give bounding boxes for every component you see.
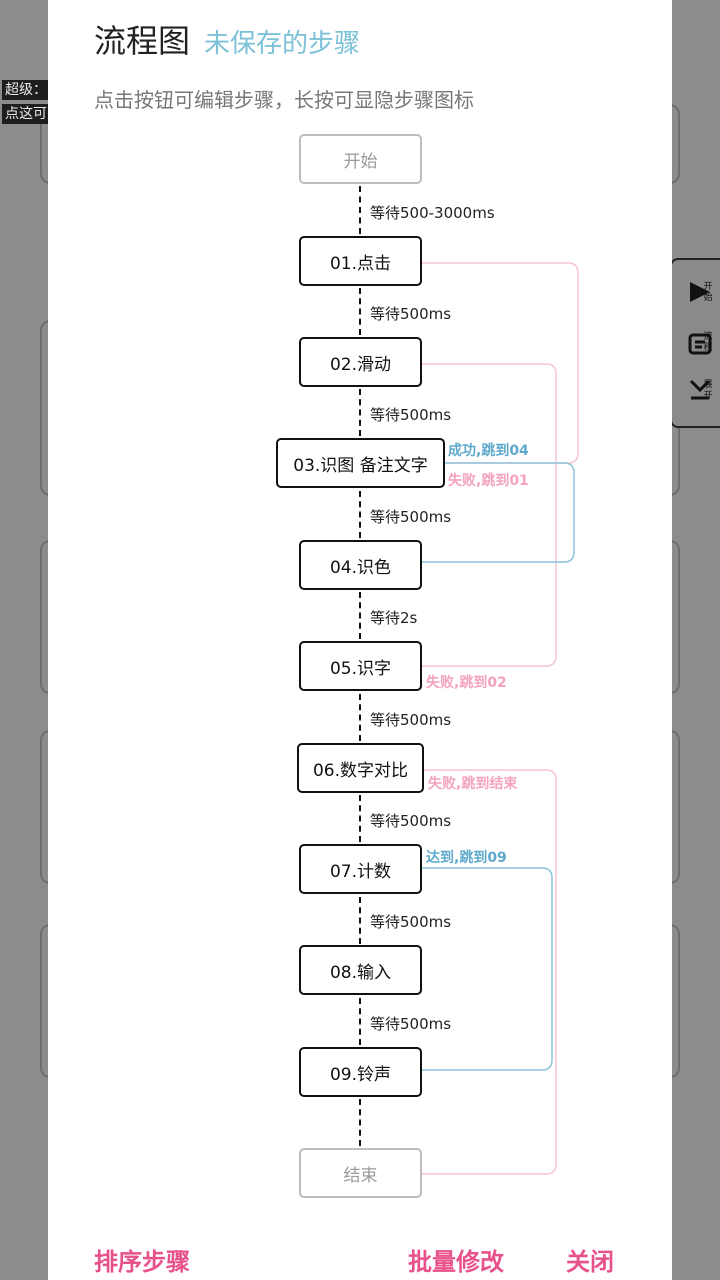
sort-steps-button[interactable]: 排序步骤 (94, 1248, 190, 1276)
dialog-subtitle: 未保存的步骤 (204, 29, 361, 59)
play-icon[interactable] (688, 280, 712, 304)
side-panel-item-label: 开始 (703, 282, 713, 303)
side-panel-item-label: 流程 (703, 332, 713, 353)
flow-step-03[interactable]: 03.识图 备注文字 (276, 438, 445, 488)
jump-annotation-fail: 失败,跳到结束 (428, 776, 518, 792)
flow-step-02[interactable]: 02.滑动 (299, 337, 422, 387)
flow-step-05[interactable]: 05.识字 (299, 641, 422, 691)
flow-connector (359, 795, 361, 842)
jump-annotation-reach: 达到,跳到09 (426, 850, 507, 866)
flowchart-icon[interactable] (688, 332, 712, 356)
flow-connector (359, 491, 361, 538)
wait-label: 等待500ms (370, 812, 452, 830)
flow-connector (359, 998, 361, 1045)
jump-lines (422, 262, 579, 1175)
flow-connector (359, 897, 361, 944)
flow-connector (359, 1099, 361, 1146)
jump-annotation-success: 成功,跳到04 (448, 443, 529, 459)
side-panel-item-label: 展开 (703, 380, 713, 401)
jump-line-07-to-09 (422, 867, 553, 1071)
flow-connector (359, 288, 361, 335)
dialog-hint: 点击按钮可编辑步骤，长按可显隐步骤图标 (94, 88, 474, 112)
flow-start-node[interactable]: 开始 (299, 134, 422, 184)
jump-line-06-to-end (422, 769, 557, 1175)
flow-step-07[interactable]: 07.计数 (299, 844, 422, 894)
jump-annotation-fail: 失败,跳到02 (426, 675, 507, 691)
floating-control-panel[interactable]: 开始 流程 展开 (670, 258, 720, 428)
jump-annotation-fail: 失败,跳到01 (448, 473, 529, 489)
wait-label: 等待500-3000ms (370, 204, 495, 222)
wait-label: 等待500ms (370, 406, 452, 424)
expand-icon[interactable] (688, 378, 712, 402)
background-label: 超级： (2, 80, 50, 100)
background-label: 点这可 (2, 104, 50, 124)
wait-label: 等待500ms (370, 913, 452, 931)
jump-line-03-to-04 (422, 462, 575, 563)
flow-connector (359, 389, 361, 436)
jump-line-05-to-02 (422, 363, 557, 667)
flow-step-09[interactable]: 09.铃声 (299, 1047, 422, 1097)
wait-label: 等待500ms (370, 711, 452, 729)
flow-step-01[interactable]: 01.点击 (299, 236, 422, 286)
dialog-header: 流程图 未保存的步骤 (94, 16, 360, 62)
jump-line-03-to-01 (422, 262, 579, 464)
flowchart: 开始 01.点击 02.滑动 03.识图 备注文字 04.识色 05.识字 06… (48, 0, 672, 1280)
wait-label: 等待2s (370, 609, 418, 627)
flow-connector (359, 592, 361, 639)
flow-step-08[interactable]: 08.输入 (299, 945, 422, 995)
close-button[interactable]: 关闭 (566, 1248, 614, 1276)
dialog-title: 流程图 (94, 22, 191, 60)
wait-label: 等待500ms (370, 1015, 452, 1033)
wait-label: 等待500ms (370, 305, 452, 323)
flow-connector (359, 694, 361, 741)
wait-label: 等待500ms (370, 508, 452, 526)
batch-edit-button[interactable]: 批量修改 (408, 1248, 504, 1276)
flow-connector (359, 186, 361, 234)
flow-step-06[interactable]: 06.数字对比 (297, 743, 424, 793)
flow-step-04[interactable]: 04.识色 (299, 540, 422, 590)
flowchart-dialog: 流程图 未保存的步骤 点击按钮可编辑步骤，长按可显隐步骤图标 开始 01.点击 … (48, 0, 672, 1280)
flow-end-node[interactable]: 结束 (299, 1148, 422, 1198)
